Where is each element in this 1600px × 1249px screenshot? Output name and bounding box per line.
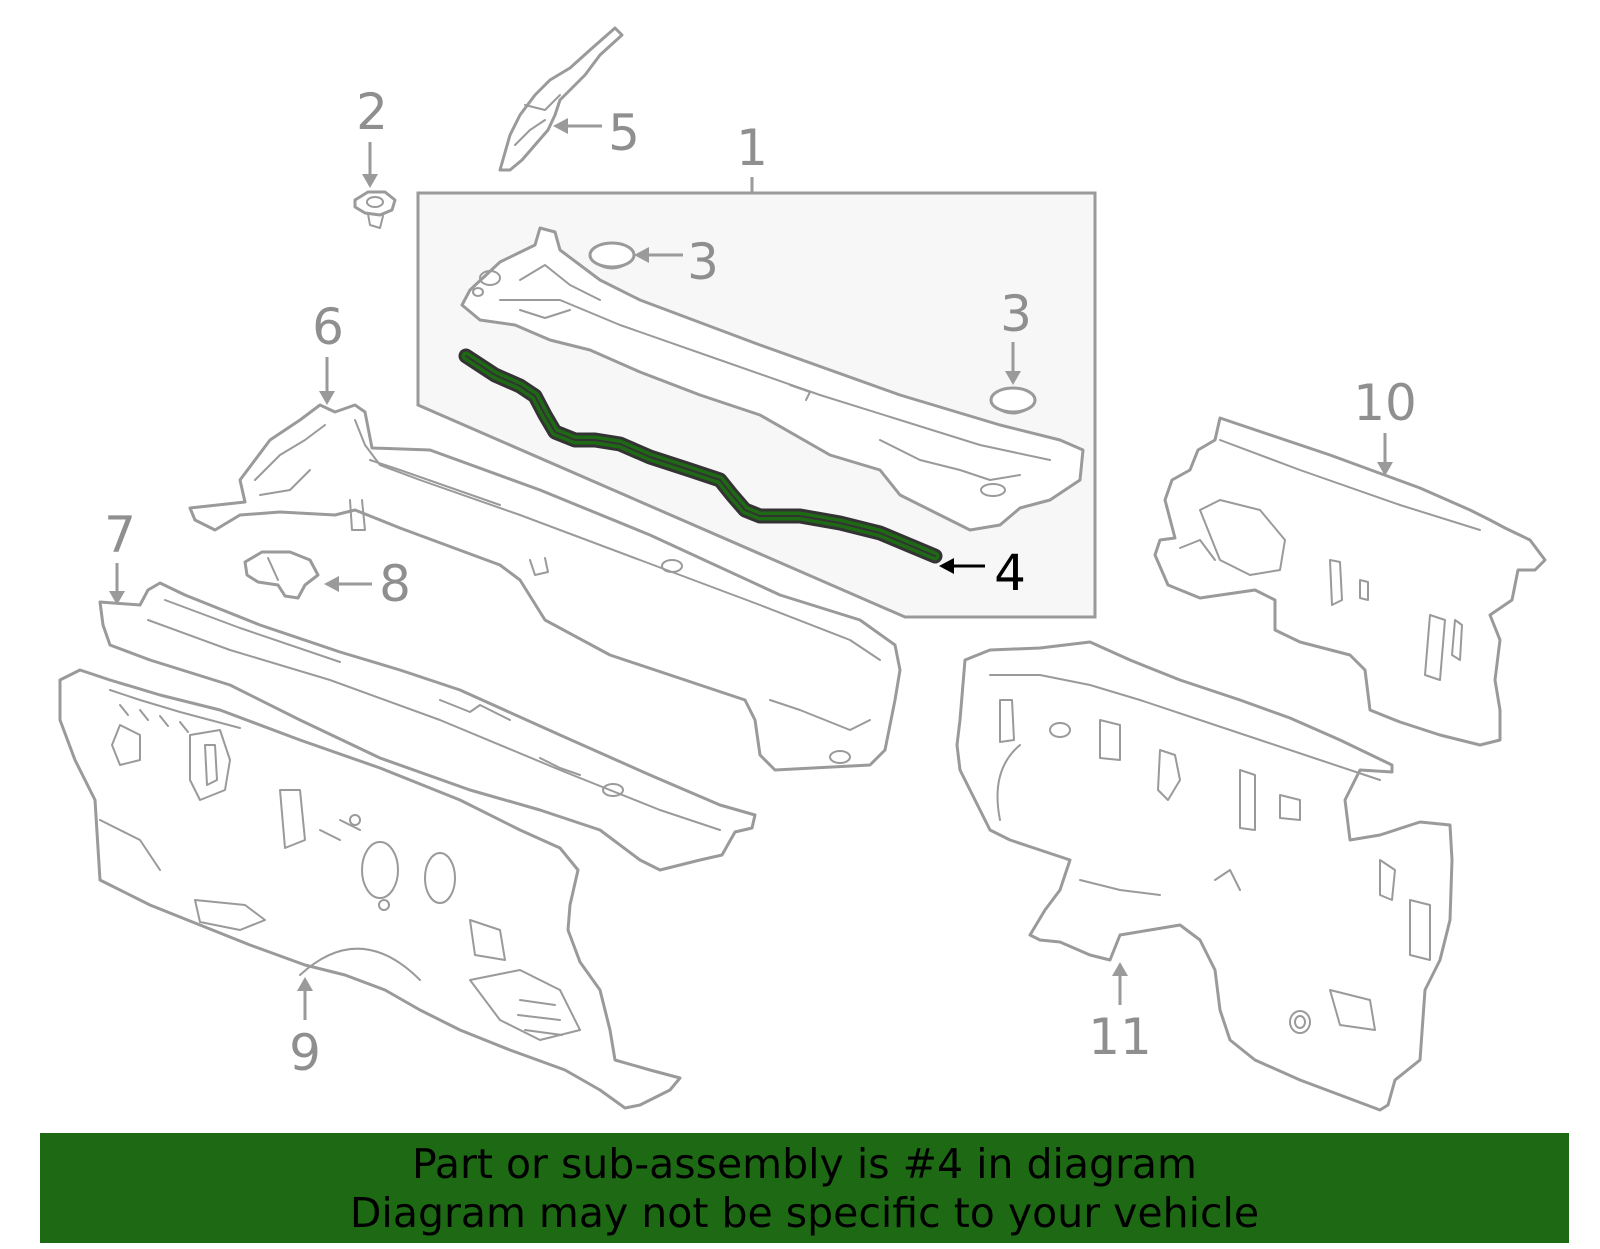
callout-8: 8 bbox=[379, 555, 411, 613]
callout-5: 5 bbox=[608, 104, 640, 162]
plug-part-3a[interactable] bbox=[588, 241, 636, 270]
cowl-panel-part-6[interactable] bbox=[188, 403, 902, 772]
insulator-part-10[interactable] bbox=[1153, 416, 1547, 747]
bracket-part-8[interactable] bbox=[243, 550, 320, 600]
cross-member-part-7[interactable] bbox=[98, 581, 757, 872]
banner-line-2: Diagram may not be specific to your vehi… bbox=[349, 1189, 1260, 1237]
callout-1: 1 bbox=[736, 119, 768, 177]
insulator-part-11[interactable] bbox=[955, 640, 1454, 1112]
callout-4: 4 bbox=[994, 544, 1026, 602]
banner-line-1: Part or sub-assembly is #4 in diagram bbox=[412, 1140, 1197, 1188]
leader-arrows bbox=[109, 118, 1393, 1020]
callout-6: 6 bbox=[312, 298, 344, 356]
cowl-seal-part-4[interactable] bbox=[458, 348, 943, 564]
callout-2: 2 bbox=[356, 83, 388, 141]
clip-part-2[interactable] bbox=[353, 190, 397, 229]
callout-7: 7 bbox=[104, 506, 136, 564]
plug-part-3b[interactable] bbox=[989, 386, 1037, 415]
callout-3b: 3 bbox=[1000, 285, 1032, 343]
dash-panel-part-9[interactable] bbox=[58, 668, 682, 1110]
bracket-part-5[interactable] bbox=[498, 26, 624, 172]
callout-9: 9 bbox=[289, 1024, 321, 1082]
callout-10: 10 bbox=[1353, 374, 1417, 432]
info-banner: Part or sub-assembly is #4 in diagram Di… bbox=[40, 1133, 1569, 1243]
cowl-top-panel-part-1[interactable] bbox=[460, 226, 1085, 532]
callout-11: 11 bbox=[1088, 1008, 1152, 1066]
callout-3a: 3 bbox=[687, 233, 719, 291]
